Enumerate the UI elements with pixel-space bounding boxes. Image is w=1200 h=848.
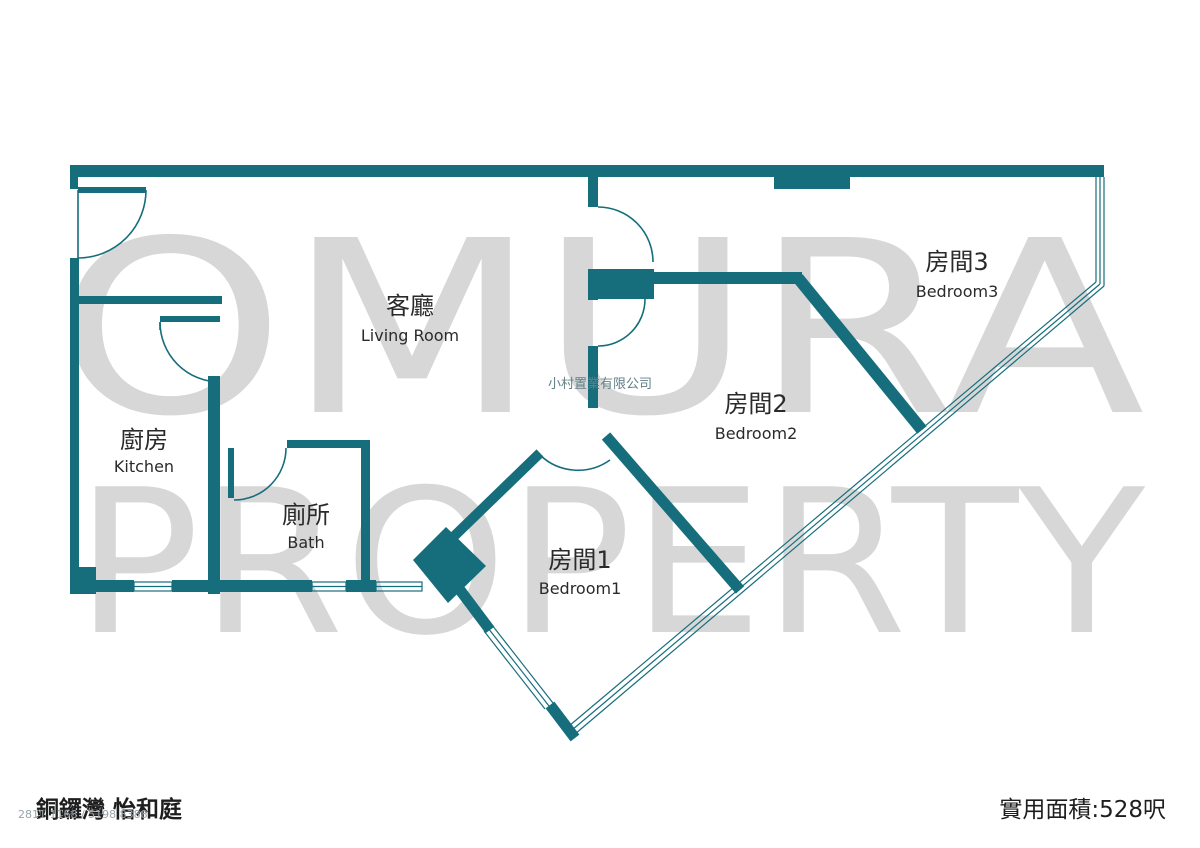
wall-entrance-jamb	[78, 187, 146, 193]
wall-bottom-mid	[172, 580, 312, 592]
wall-bedroom-door-block	[588, 269, 654, 299]
wall-bottom-left	[70, 580, 134, 592]
wall-bedroom1-upper	[441, 449, 544, 549]
wall-entrance-stub	[70, 177, 78, 189]
bath-label-en: Bath	[287, 533, 324, 552]
bedroom3-label-en: Bedroom3	[916, 282, 999, 301]
wall-kitchen-divider	[208, 376, 220, 594]
saleable-area: 實用面積:528呎	[999, 797, 1166, 823]
wall-kitchen-top	[78, 296, 222, 304]
wall-top	[70, 165, 1104, 177]
bedroom2-label-zh: 房間2	[724, 390, 787, 418]
door-entrance	[77, 189, 147, 259]
wall-bath-top	[287, 440, 369, 448]
wall-partition-lower	[588, 346, 598, 408]
bath-label-zh: 廁所	[282, 501, 330, 529]
wall-left	[70, 258, 79, 594]
wall-column	[413, 527, 486, 603]
kitchen-label-zh: 廚房	[120, 426, 168, 454]
walls	[70, 165, 1104, 742]
watermark-line1: OMURA	[55, 189, 1145, 469]
window-diagonal-a	[568, 281, 1097, 727]
location-title: 銅鑼灣 怡和庭	[36, 797, 183, 823]
door-swings	[77, 189, 654, 501]
wall-bedroom1-lower	[455, 586, 495, 634]
watermark-line2: PROPERTY	[75, 447, 1146, 680]
bedroom2-label-en: Bedroom2	[715, 424, 798, 443]
windows	[133, 177, 1105, 735]
living-room-label-zh: 客廳	[386, 292, 434, 320]
agency-watermark: 小村置業有限公司	[548, 376, 652, 392]
wall-bedroom2-diagonal	[601, 432, 745, 594]
contact-phone: 2811 1168 / 5198 8388	[18, 808, 148, 821]
living-room-label-en: Living Room	[361, 326, 459, 345]
door-bedroom1	[539, 454, 611, 472]
bedroom3-label-zh: 房間3	[925, 248, 988, 276]
door-bedroom2	[597, 298, 646, 347]
wall-bath-right	[361, 440, 370, 585]
wall-kitchen-door-jamb	[160, 316, 220, 322]
door-bedroom3	[597, 206, 654, 263]
wall-bath-left	[228, 448, 234, 498]
wall-bedroom3-diagonal	[793, 274, 927, 434]
wall-bedroom3-horizontal	[654, 272, 802, 284]
window-bedroom1	[487, 627, 550, 707]
wall-partition-upper	[588, 177, 598, 207]
wall-bedroom1-tip	[545, 701, 580, 742]
wall-top-pillar	[774, 166, 850, 189]
door-bath	[233, 447, 287, 501]
door-kitchen	[159, 321, 221, 383]
bedroom1-label-en: Bedroom1	[539, 579, 622, 598]
kitchen-label-en: Kitchen	[114, 457, 174, 476]
bedroom1-label-zh: 房間1	[548, 546, 611, 574]
